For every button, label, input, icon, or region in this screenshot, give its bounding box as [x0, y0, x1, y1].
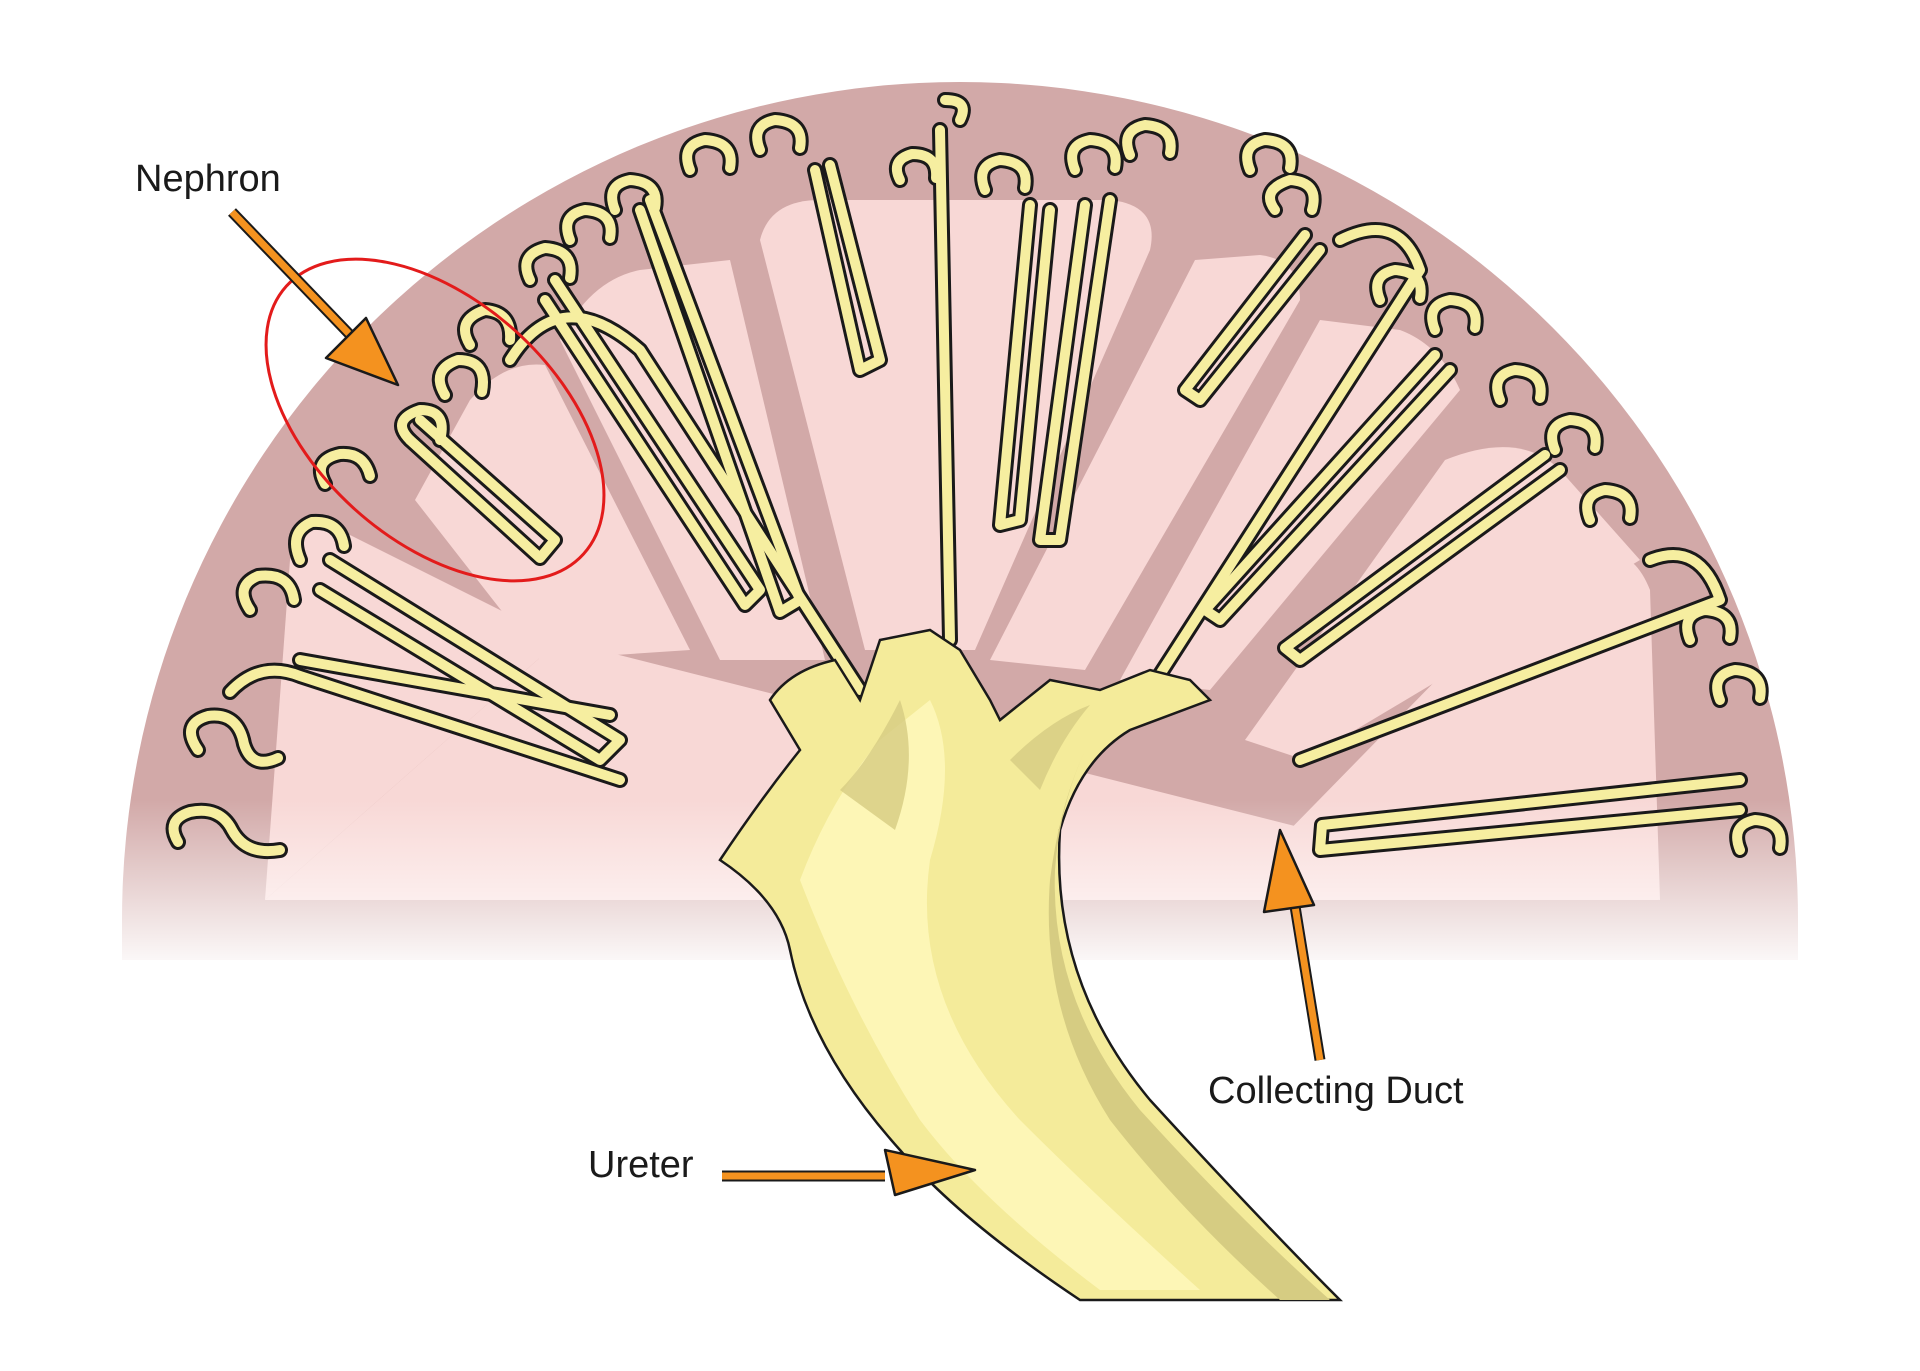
- nephron-highlight-ring: [264, 257, 606, 583]
- collecting-duct-label: Collecting Duct: [1208, 1070, 1464, 1112]
- ureter-body: [718, 628, 1344, 1302]
- collecting-duct-arrow: [1262, 828, 1326, 1061]
- ureter-label: Ureter: [588, 1144, 694, 1186]
- nephron-arrow: [228, 208, 400, 387]
- nephron-tubules: [165, 92, 1789, 859]
- ureter-arrow: [722, 1148, 977, 1197]
- nephron-label: Nephron: [135, 158, 281, 200]
